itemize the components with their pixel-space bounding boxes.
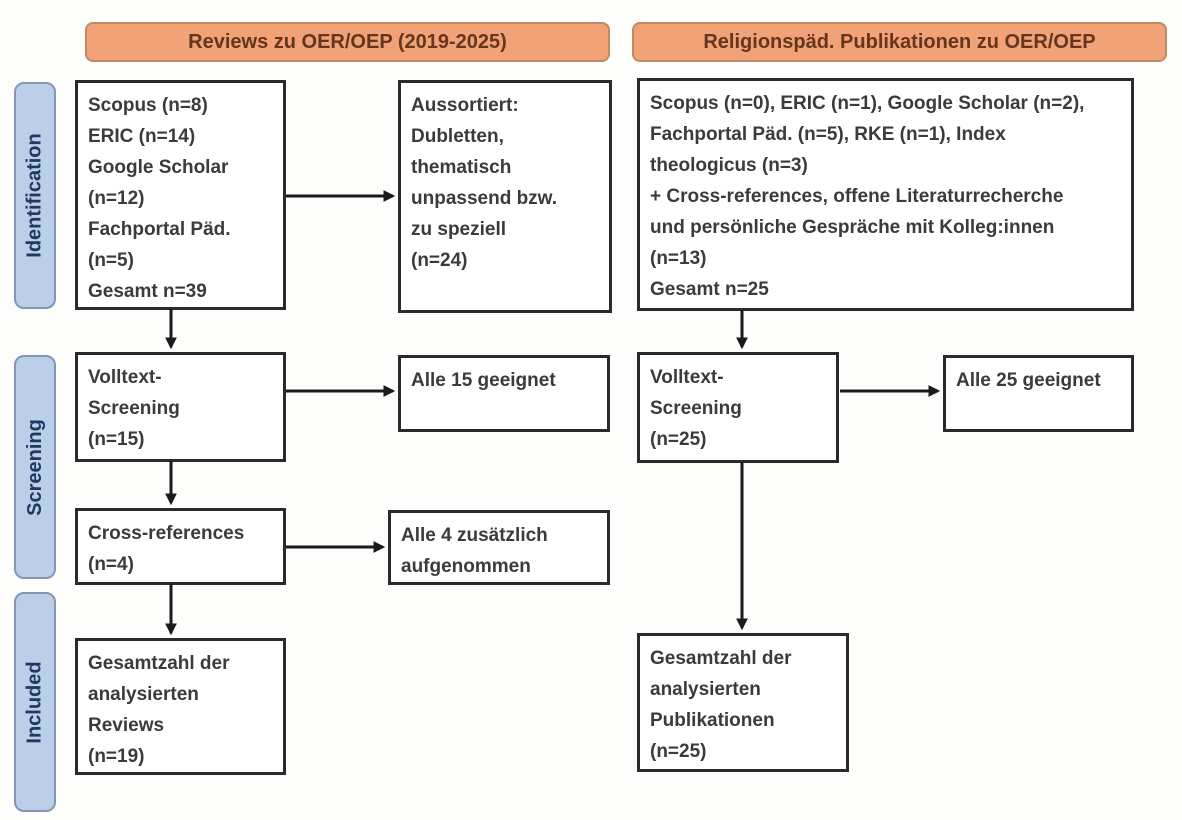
stage-label-identification: Identification xyxy=(14,82,56,309)
box-left-sources: Scopus (n=8) ERIC (n=14) Google Scholar … xyxy=(75,80,286,310)
box-left-total: Gesamtzahl der analysierten Reviews (n=1… xyxy=(75,638,286,775)
box-left-fulltext-screening: Volltext- Screening (n=15) xyxy=(75,352,286,462)
box-right-fulltext-screening: Volltext- Screening (n=25) xyxy=(637,352,839,463)
column-header-reviews: Reviews zu OER/OEP (2019-2025) xyxy=(85,22,610,62)
stage-label-included: Included xyxy=(14,592,56,812)
box-left-eligible: Alle 15 geeignet xyxy=(398,355,610,432)
box-right-total: Gesamtzahl der analysierten Publikatione… xyxy=(637,633,849,772)
stage-label-screening: Screening xyxy=(14,355,56,579)
box-right-eligible: Alle 25 geeignet xyxy=(943,355,1134,432)
column-header-religionspaed: Religionspäd. Publikationen zu OER/OEP xyxy=(632,22,1167,62)
box-left-added: Alle 4 zusätzlich aufgenommen xyxy=(388,510,610,585)
box-left-excluded: Aussortiert: Dubletten, thematisch unpas… xyxy=(398,80,612,313)
box-left-crossreferences: Cross-references (n=4) xyxy=(75,508,286,585)
box-right-sources: Scopus (n=0), ERIC (n=1), Google Scholar… xyxy=(637,78,1134,311)
